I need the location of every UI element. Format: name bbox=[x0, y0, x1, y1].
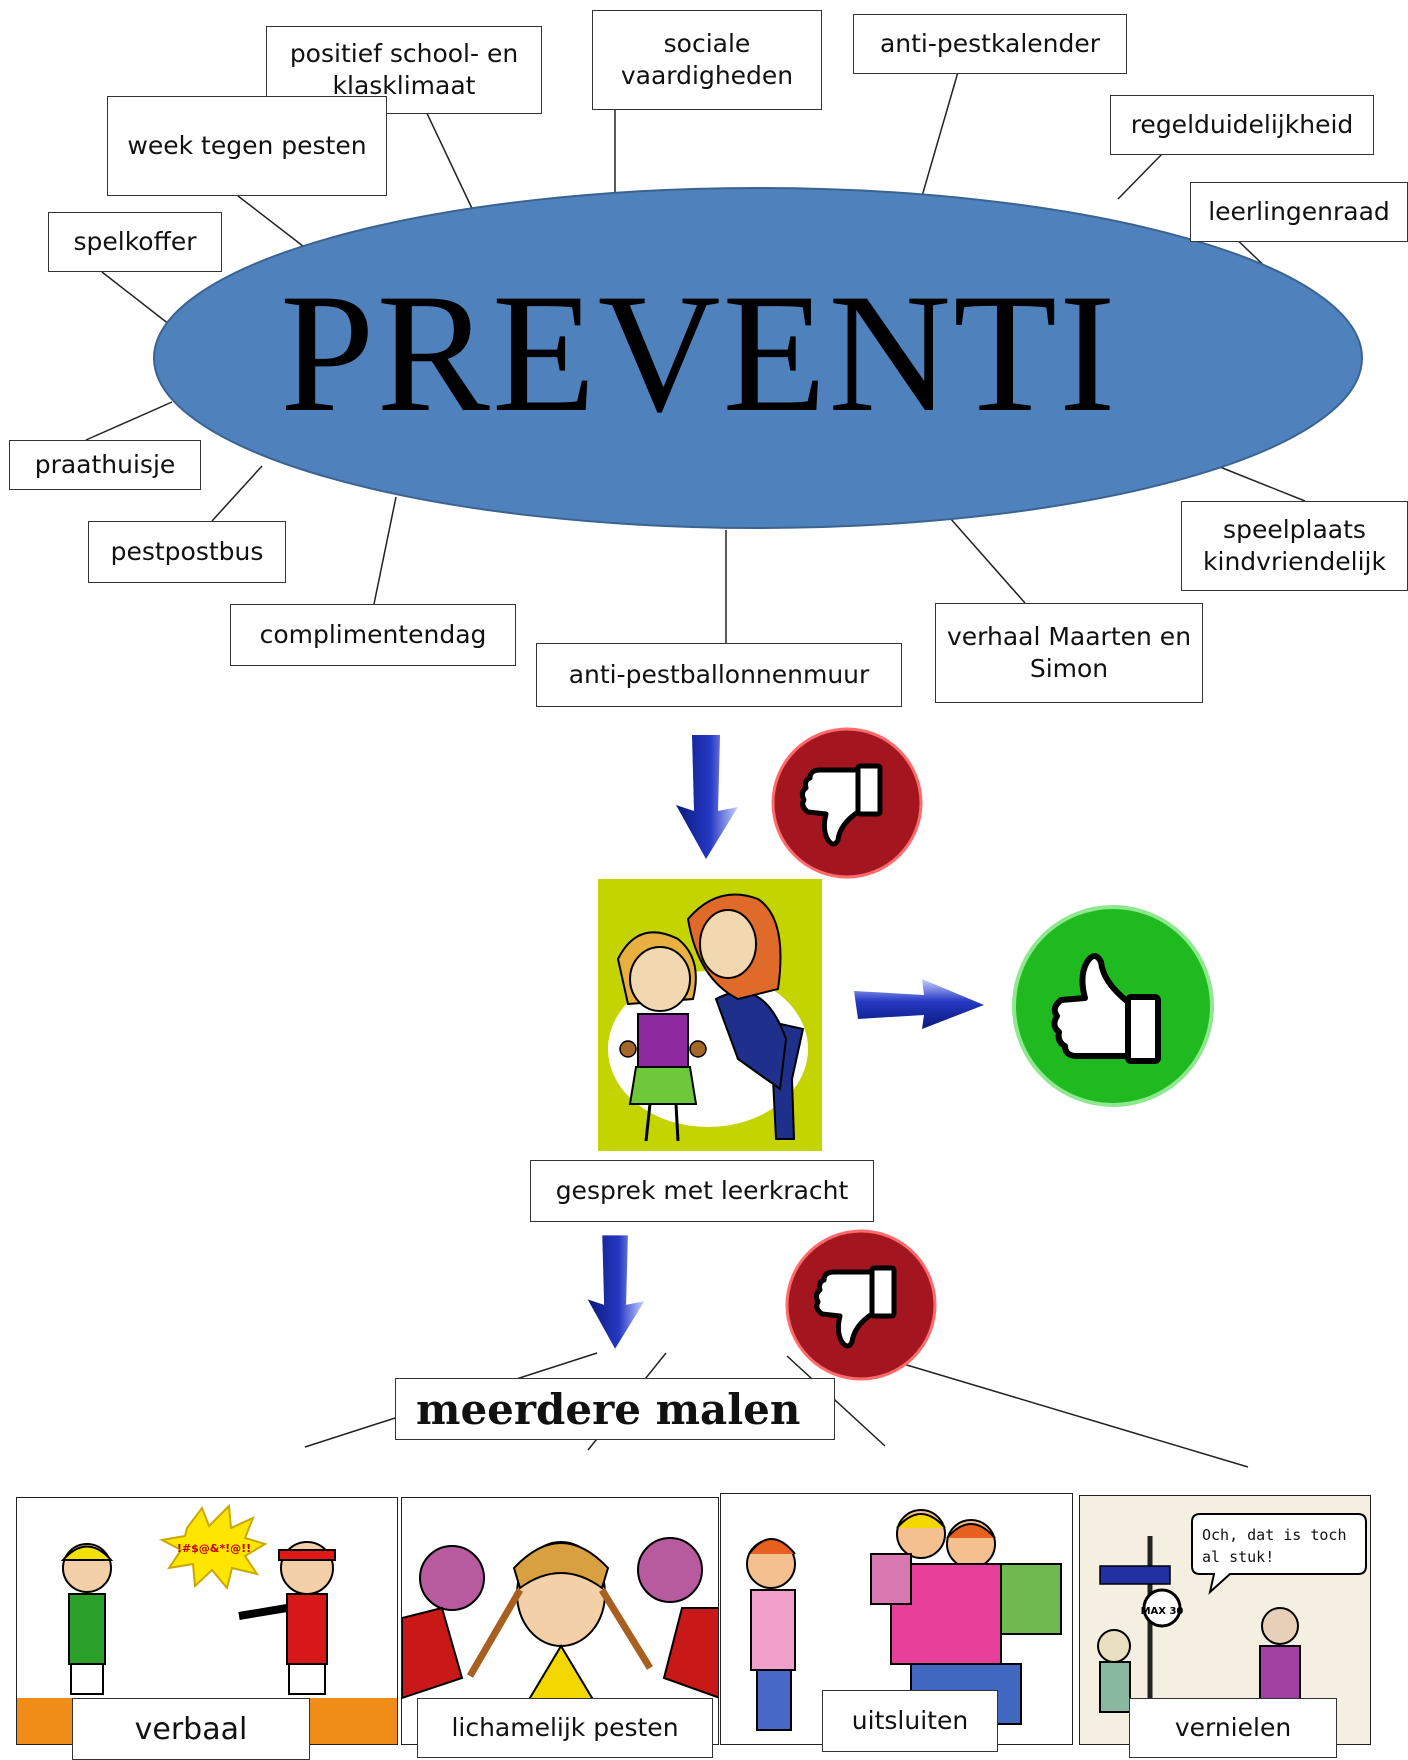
box-leerlingenraad: leerlingenraad bbox=[1190, 182, 1408, 242]
preventie-title: PREVENTI bbox=[280, 259, 1118, 447]
svg-text:MAX 30: MAX 30 bbox=[1141, 1606, 1184, 1617]
box-sociale-vaardigheden: sociale vaardigheden bbox=[592, 10, 822, 110]
arrow-down-icon bbox=[587, 1235, 645, 1349]
arrow-right-icon bbox=[854, 979, 984, 1029]
thumbs-down-icon bbox=[771, 727, 923, 879]
box-uitsluiten: uitsluiten bbox=[822, 1690, 998, 1752]
arrow-down-icon bbox=[676, 735, 738, 859]
box-anti-pestballonnenmuur: anti-pestballonnenmuur bbox=[536, 643, 902, 707]
uitsluiten-image bbox=[720, 1493, 1073, 1745]
box-praathuisje: praathuisje bbox=[9, 440, 201, 490]
box-meerdere-malen: meerdere malen bbox=[395, 1378, 835, 1440]
thumbs-down-icon bbox=[785, 1229, 937, 1381]
box-gesprek-met-leerkracht: gesprek met leerkracht bbox=[530, 1160, 874, 1222]
box-complimentendag: complimentendag bbox=[230, 604, 516, 666]
box-week-tegen-pesten: week tegen pesten bbox=[107, 96, 387, 196]
gesprek-image bbox=[598, 879, 822, 1151]
box-verhaal-maarten-simon: verhaal Maarten en Simon bbox=[935, 603, 1203, 703]
box-verbaal: verbaal bbox=[72, 1698, 310, 1760]
svg-text:al stuk!: al stuk! bbox=[1202, 1548, 1274, 1566]
svg-text:!#$@&*!@!!: !#$@&*!@!! bbox=[177, 1542, 251, 1555]
box-spelkoffer: spelkoffer bbox=[48, 212, 222, 272]
box-regelduidelijkheid: regelduidelijkheid bbox=[1110, 95, 1374, 155]
box-anti-pestkalender: anti-pestkalender bbox=[853, 14, 1127, 74]
thumbs-up-icon bbox=[1012, 905, 1214, 1107]
box-pestpostbus: pestpostbus bbox=[88, 521, 286, 583]
svg-text:Och, dat is toch: Och, dat is toch bbox=[1202, 1526, 1347, 1544]
box-lichamelijk-pesten: lichamelijk pesten bbox=[417, 1698, 713, 1758]
box-positief-klimaat: positief school- en klasklimaat bbox=[266, 26, 542, 114]
box-vernielen: vernielen bbox=[1129, 1698, 1337, 1758]
box-speelplaats: speelplaats kindvriendelijk bbox=[1181, 501, 1408, 591]
